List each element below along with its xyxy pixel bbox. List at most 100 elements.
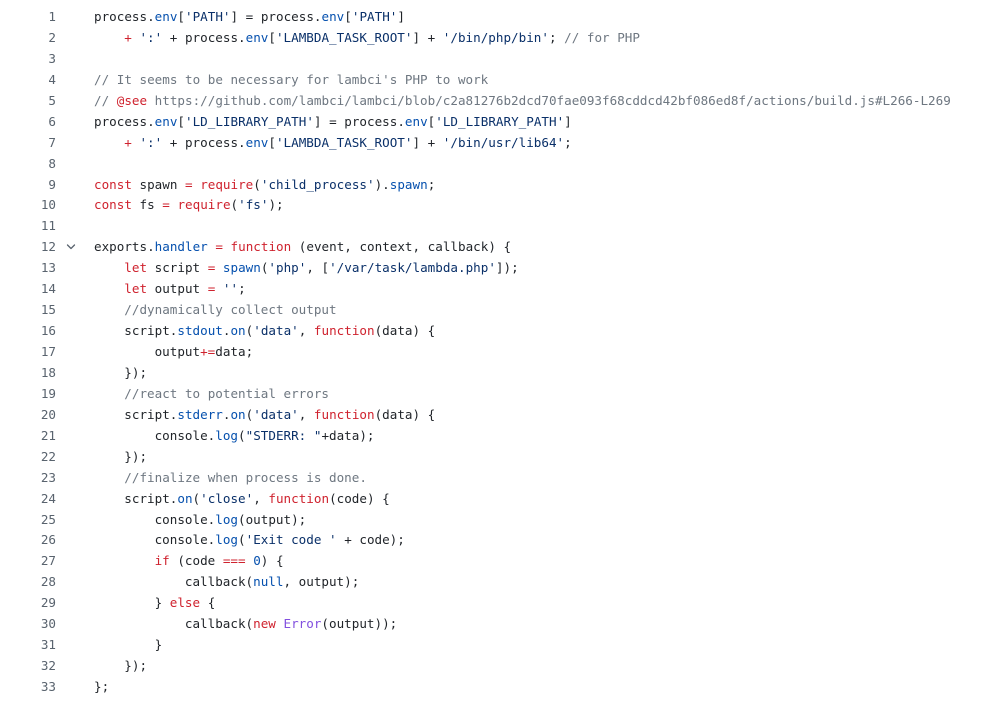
line-number[interactable]: 25 xyxy=(40,511,56,527)
code-token: ] + xyxy=(412,134,443,150)
line-number[interactable]: 31 xyxy=(40,637,56,653)
code-token: = xyxy=(185,176,193,192)
line-number[interactable]: 29 xyxy=(40,595,56,611)
code-token: [ xyxy=(177,9,186,24)
code-token: ] + xyxy=(412,29,443,45)
code-token: ; xyxy=(548,29,565,45)
code-token: ( xyxy=(260,260,269,276)
code-token: spawn xyxy=(222,260,261,276)
line-number[interactable]: 6 xyxy=(48,113,56,129)
line-number[interactable]: 7 xyxy=(48,134,56,150)
code-token: [ xyxy=(427,113,436,129)
line-number[interactable]: 13 xyxy=(40,260,56,276)
code-token: script xyxy=(147,260,208,276)
code-token: env xyxy=(404,113,428,129)
line-number[interactable]: 23 xyxy=(40,469,56,485)
code-token: '' xyxy=(222,281,239,297)
code-line: 11 xyxy=(0,216,1000,237)
code-text: console.log(output); xyxy=(155,510,307,531)
code-token: env xyxy=(245,134,269,150)
line-number[interactable]: 17 xyxy=(40,344,56,359)
line-number[interactable]: 1 xyxy=(48,9,56,24)
line-number[interactable]: 28 xyxy=(40,574,56,590)
code-token: console. xyxy=(154,511,216,527)
line-number[interactable]: 5 xyxy=(48,92,56,108)
line-number[interactable]: 10 xyxy=(40,197,56,213)
code-token: , xyxy=(253,490,269,506)
code-token: (data) { xyxy=(374,406,436,422)
code-text: const spawn = require('child_process').s… xyxy=(94,175,435,196)
code-line: 24 script.on('close', function(code) { xyxy=(0,489,1000,510)
line-number[interactable]: 33 xyxy=(40,679,56,694)
code-token: + process. xyxy=(162,29,246,45)
code-token: ; xyxy=(564,134,572,150)
code-text: script.on('close', function(code) { xyxy=(124,489,389,510)
line-number[interactable]: 26 xyxy=(40,532,56,548)
code-token: (output)); xyxy=(321,616,398,632)
code-token: ] xyxy=(397,9,405,24)
code-token: '/var/task/lambda.php' xyxy=(329,260,496,276)
code-token: script. xyxy=(124,406,178,422)
line-number[interactable]: 20 xyxy=(40,406,56,422)
code-token: ]); xyxy=(495,260,519,276)
code-token: @see xyxy=(116,92,148,108)
line-number[interactable]: 18 xyxy=(40,364,56,380)
line-number[interactable]: 3 xyxy=(48,50,56,66)
line-number[interactable]: 14 xyxy=(40,281,56,297)
code-token: spawn xyxy=(131,176,185,192)
code-token: (data) { xyxy=(374,323,436,339)
line-number[interactable]: 22 xyxy=(40,448,56,464)
line-number[interactable]: 8 xyxy=(48,155,56,171)
line-number[interactable]: 9 xyxy=(48,176,56,192)
line-number[interactable]: 21 xyxy=(40,427,56,443)
code-line: 4// It seems to be necessary for lambci'… xyxy=(0,70,1000,91)
chevron-down-icon[interactable] xyxy=(66,242,76,252)
code-token: ':' xyxy=(139,29,163,45)
code-token: console. xyxy=(154,427,216,443)
code-token: [ xyxy=(268,134,276,150)
code-token: = xyxy=(207,281,216,297)
code-token: . xyxy=(222,323,231,339)
code-token: process. xyxy=(94,113,155,129)
code-token: if xyxy=(154,553,170,569)
code-text: } else { xyxy=(155,593,216,614)
line-number[interactable]: 24 xyxy=(40,490,56,506)
code-token xyxy=(215,281,223,296)
code-token xyxy=(223,239,231,254)
code-token: ( xyxy=(230,197,239,213)
line-number[interactable]: 16 xyxy=(40,323,56,339)
code-token: += xyxy=(200,344,216,359)
code-token: Error xyxy=(283,616,322,632)
code-token: '/bin/usr/lib64' xyxy=(442,134,565,150)
line-number[interactable]: 19 xyxy=(40,385,56,401)
code-token: ); xyxy=(268,197,284,213)
code-token: log xyxy=(215,427,239,443)
code-text: //dynamically collect output xyxy=(124,300,336,321)
code-line: 9 const spawn = require('child_process').… xyxy=(0,175,1000,196)
line-number[interactable]: 27 xyxy=(40,553,56,569)
code-token: require xyxy=(177,197,231,213)
line-number[interactable]: 30 xyxy=(40,616,56,632)
line-number[interactable]: 12 xyxy=(40,239,56,255)
code-text: callback(null, output); xyxy=(185,572,359,593)
code-line: 22}); xyxy=(0,447,1000,468)
line-number[interactable]: 2 xyxy=(48,29,56,45)
code-token: ':' xyxy=(139,134,163,150)
line-number[interactable]: 15 xyxy=(40,302,56,318)
code-token: 0 xyxy=(253,553,261,569)
code-token: ). xyxy=(374,176,390,192)
code-token: function xyxy=(313,406,375,422)
code-text: console.log('Exit code ' + code); xyxy=(155,530,405,551)
code-line: 23//finalize when process is done. xyxy=(0,468,1000,489)
code-token: { xyxy=(200,595,216,611)
code-line: 28 callback(null, output); xyxy=(0,572,1000,593)
line-number[interactable]: 11 xyxy=(40,218,56,234)
line-number[interactable]: 32 xyxy=(40,658,56,674)
code-token: ) { xyxy=(260,553,284,569)
code-token: require xyxy=(200,176,254,192)
code-token: 'LAMBDA_TASK_ROOT' xyxy=(275,134,413,150)
line-number[interactable]: 4 xyxy=(48,71,56,87)
